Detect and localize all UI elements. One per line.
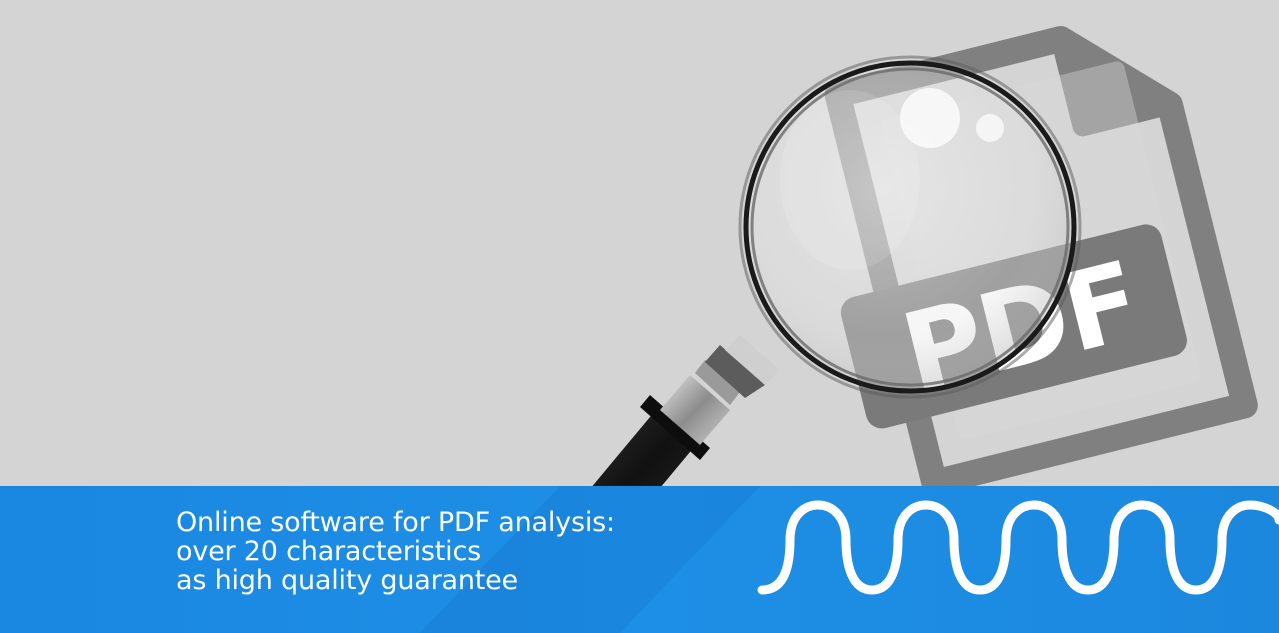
wave-line-icon <box>757 500 1279 595</box>
banner-caption: Online software for PDF analysis: over 2… <box>176 508 736 595</box>
strip-shade <box>420 486 760 633</box>
caption-line-1: Online software for PDF analysis: <box>176 507 615 538</box>
caption-line-2: over 20 characteristics <box>176 536 481 567</box>
caption-line-3: as high quality guarantee <box>176 565 518 596</box>
